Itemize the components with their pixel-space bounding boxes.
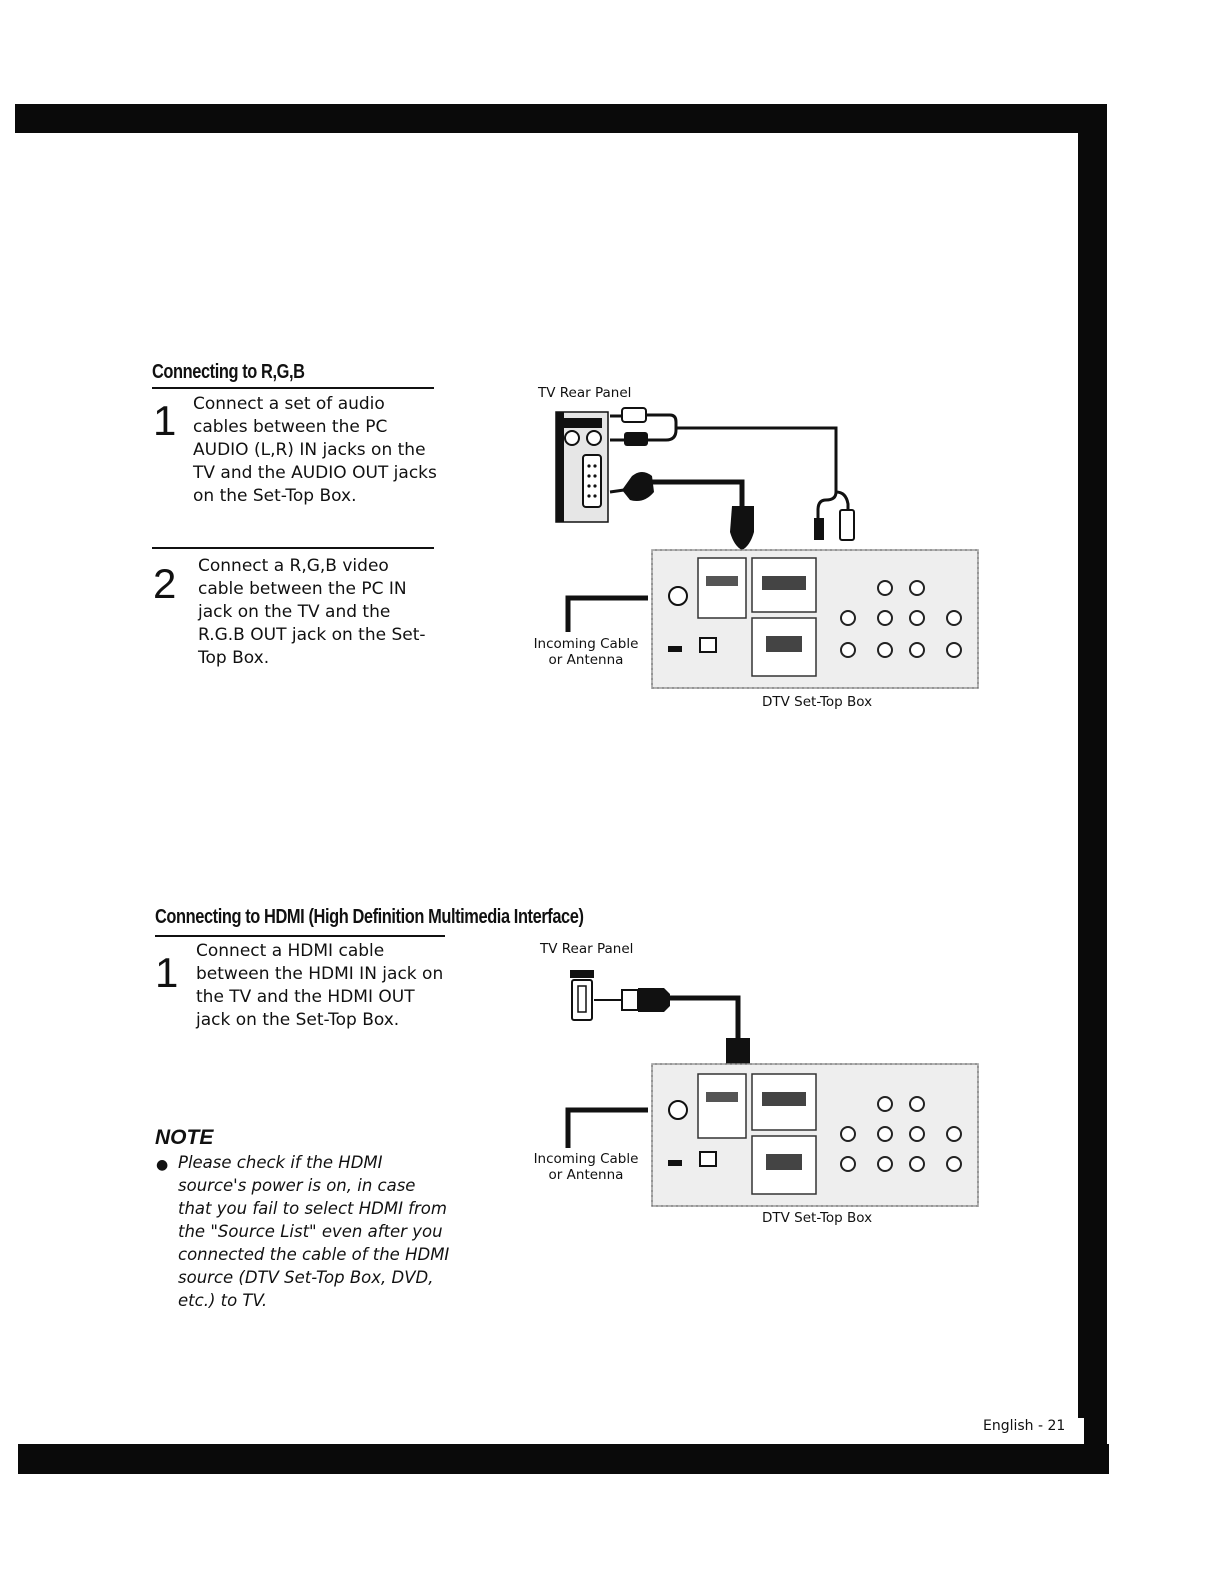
- hdmi-step-1-number: 1: [155, 949, 179, 996]
- hdmi-title-rule: [155, 935, 445, 937]
- rgb-incoming-cable-label: Incoming Cable or Antenna: [533, 636, 639, 668]
- rgb-cable-icon: [609, 472, 754, 550]
- bottom-border-bar: [18, 1444, 1109, 1474]
- hdmi-section-title: Connecting to HDMI (High Definition Mult…: [155, 906, 584, 928]
- note-heading: NOTE: [155, 1126, 214, 1149]
- antenna-cable-icon: [565, 1107, 648, 1148]
- rgb-step-1-number: 1: [153, 397, 177, 444]
- rgb-settop-box-label: DTV Set-Top Box: [762, 694, 873, 710]
- tv-hdmi-port-icon: [570, 970, 594, 1021]
- hdmi-settop-box-label: DTV Set-Top Box: [762, 1210, 873, 1226]
- rgb-title-rule: [152, 387, 434, 389]
- audio-cable-icon: [610, 407, 855, 541]
- right-border-stub: [1084, 1418, 1107, 1444]
- tv-rear-panel-icon: [555, 411, 609, 523]
- note-text: Please check if the HDMI source's power …: [178, 1153, 450, 1310]
- note-bullet-icon: ●: [156, 1157, 169, 1173]
- hdmi-tv-rear-panel-label: TV Rear Panel: [540, 941, 634, 957]
- rgb-connection-diagram: [555, 407, 979, 689]
- hdmi-connection-diagram: [565, 970, 979, 1207]
- rgb-step-2-number: 2: [153, 560, 177, 607]
- page-number: English - 21: [983, 1418, 1066, 1434]
- rgb-tv-rear-panel-label: TV Rear Panel: [538, 385, 632, 401]
- hdmi-step-1-text: Connect a HDMI cable between the HDMI IN…: [196, 941, 444, 1030]
- top-border-bar: [15, 104, 1107, 133]
- rgb-step-divider: [152, 547, 434, 549]
- hdmi-incoming-cable-label: Incoming Cable or Antenna: [533, 1151, 639, 1183]
- settop-box-icon: [651, 549, 979, 689]
- antenna-cable-icon: [565, 595, 648, 632]
- rgb-step-2-text: Connect a R,G,B video cable between the …: [198, 556, 426, 668]
- settop-box-icon: [651, 1063, 979, 1207]
- rgb-step-1-text: Connect a set of audio cables between th…: [193, 394, 437, 506]
- hdmi-cable-icon: [594, 988, 750, 1087]
- right-border-bar: [1078, 104, 1107, 1418]
- rgb-section-title: Connecting to R,G,B: [152, 361, 305, 383]
